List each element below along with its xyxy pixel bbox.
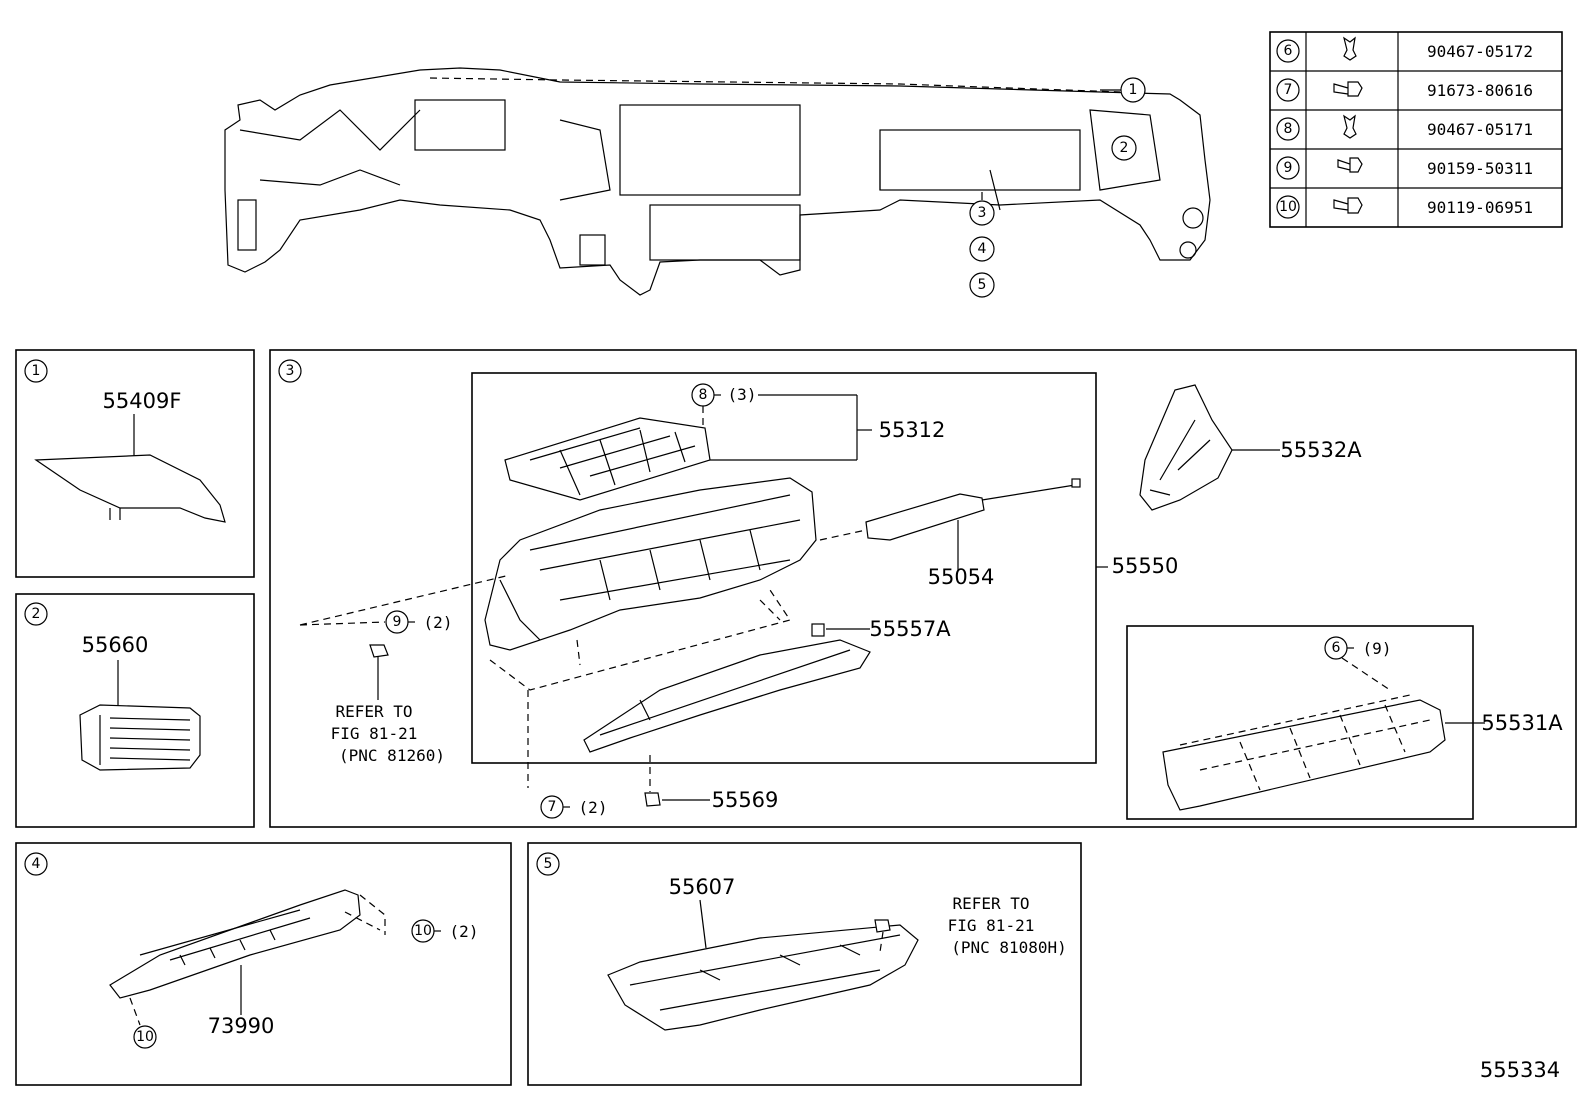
table-part-number: 90467-05171 — [1427, 120, 1533, 139]
table-row: 7 91673-80616 — [1276, 78, 1533, 102]
filter-part — [504, 417, 711, 501]
glove-box-part — [484, 477, 817, 651]
callout-1: 1 — [1129, 82, 1138, 98]
connector-part — [874, 919, 891, 933]
side-panel-part — [1139, 384, 1233, 511]
callout-qty: (9) — [1363, 639, 1392, 658]
panel-ref: 5 — [544, 856, 553, 872]
panel-1: 1 55409F — [15, 349, 255, 578]
stopper-part — [811, 623, 825, 637]
table-ref: 6 — [1284, 43, 1293, 59]
refer-line-3: (PNC 81260) — [339, 746, 445, 765]
refer-line-1: REFER TO — [335, 702, 412, 721]
screw-icon — [1333, 81, 1363, 97]
part-number-label: 55532A — [1280, 438, 1362, 462]
callout-10: 10 — [136, 1029, 154, 1045]
clip-icon — [1343, 114, 1357, 139]
glovebox-assembly-frame — [471, 372, 1097, 764]
connector-part — [369, 644, 389, 658]
callout-4: 4 — [978, 241, 987, 257]
table-row: 6 90467-05172 — [1276, 36, 1533, 63]
part-number-label: 55550 — [1112, 554, 1179, 578]
panel-4: 4 10 (2) 73990 10 — [15, 842, 512, 1086]
callout-9: 9 — [393, 614, 402, 630]
part-number-label: 55607 — [669, 875, 736, 899]
part-number-label: 55312 — [879, 418, 946, 442]
lower-panel-part — [109, 889, 361, 999]
part-number-label: 55660 — [82, 633, 149, 657]
part-number-label: 55054 — [928, 565, 995, 589]
callout-qty: (3) — [728, 385, 757, 404]
panel-5: 5 55607 REFER TO FIG 81-21 (PNC 81080H) — [527, 842, 1082, 1086]
table-ref: 10 — [1279, 199, 1297, 215]
panel-3: 3 8 (3) 55312 55054 — [269, 349, 1577, 828]
glovebox-door-part — [583, 639, 871, 753]
refer-line-3: (PNC 81080H) — [951, 938, 1067, 957]
glovebox-lower-part — [607, 924, 919, 1031]
callout-7: 7 — [548, 799, 557, 815]
bolt-icon — [1337, 157, 1363, 173]
trim-panel-part — [1162, 694, 1446, 811]
air-vent-part — [79, 704, 201, 771]
damper-part — [865, 478, 1081, 570]
refer-line-2: FIG 81-21 — [948, 916, 1035, 935]
panel-ref: 1 — [32, 363, 41, 379]
figure-id: 555334 — [1480, 1058, 1560, 1082]
callout-8: 8 — [699, 387, 708, 403]
dashboard-overview: 1 2 3 4 5 — [224, 67, 1211, 298]
callout-qty: (2) — [424, 613, 453, 632]
table-part-number: 90467-05172 — [1427, 42, 1533, 61]
table-ref: 7 — [1284, 82, 1293, 98]
table-row: 8 90467-05171 — [1276, 114, 1533, 141]
table-part-number: 91673-80616 — [1427, 81, 1533, 100]
part-number-label: 55409F — [103, 389, 182, 413]
table-part-number: 90159-50311 — [1427, 159, 1533, 178]
callout-3: 3 — [978, 205, 987, 221]
part-number-label: 55531A — [1481, 711, 1563, 735]
callout-qty: (2) — [579, 798, 608, 817]
callout-6: 6 — [1332, 640, 1341, 656]
cover-panel-part — [34, 454, 226, 523]
damper-clip-part — [644, 792, 661, 807]
panel-ref: 4 — [32, 856, 41, 872]
table-row: 9 90159-50311 — [1276, 156, 1533, 180]
table-ref: 8 — [1284, 121, 1293, 137]
callout-qty: (2) — [450, 922, 479, 941]
panel-ref: 2 — [32, 606, 41, 622]
refer-line-2: FIG 81-21 — [331, 724, 418, 743]
callout-2: 2 — [1120, 140, 1129, 156]
table-ref: 9 — [1284, 160, 1293, 176]
callout-10: 10 — [414, 923, 432, 939]
refer-line-1: REFER TO — [952, 894, 1029, 913]
fastener-table: 6 90467-05172 7 91673-80616 8 90467-0517… — [1269, 31, 1563, 228]
table-row: 10 90119-06951 — [1276, 195, 1533, 219]
table-part-number: 90119-06951 — [1427, 198, 1533, 217]
part-number-label: 55557A — [869, 617, 951, 641]
callout-5: 5 — [978, 277, 987, 293]
part-number-label: 55569 — [712, 788, 779, 812]
clip-icon — [1343, 36, 1357, 61]
part-number-label: 73990 — [208, 1014, 275, 1038]
bolt-icon — [1333, 197, 1363, 214]
panel-2: 2 55660 — [15, 593, 255, 828]
panel-ref: 3 — [286, 363, 295, 379]
